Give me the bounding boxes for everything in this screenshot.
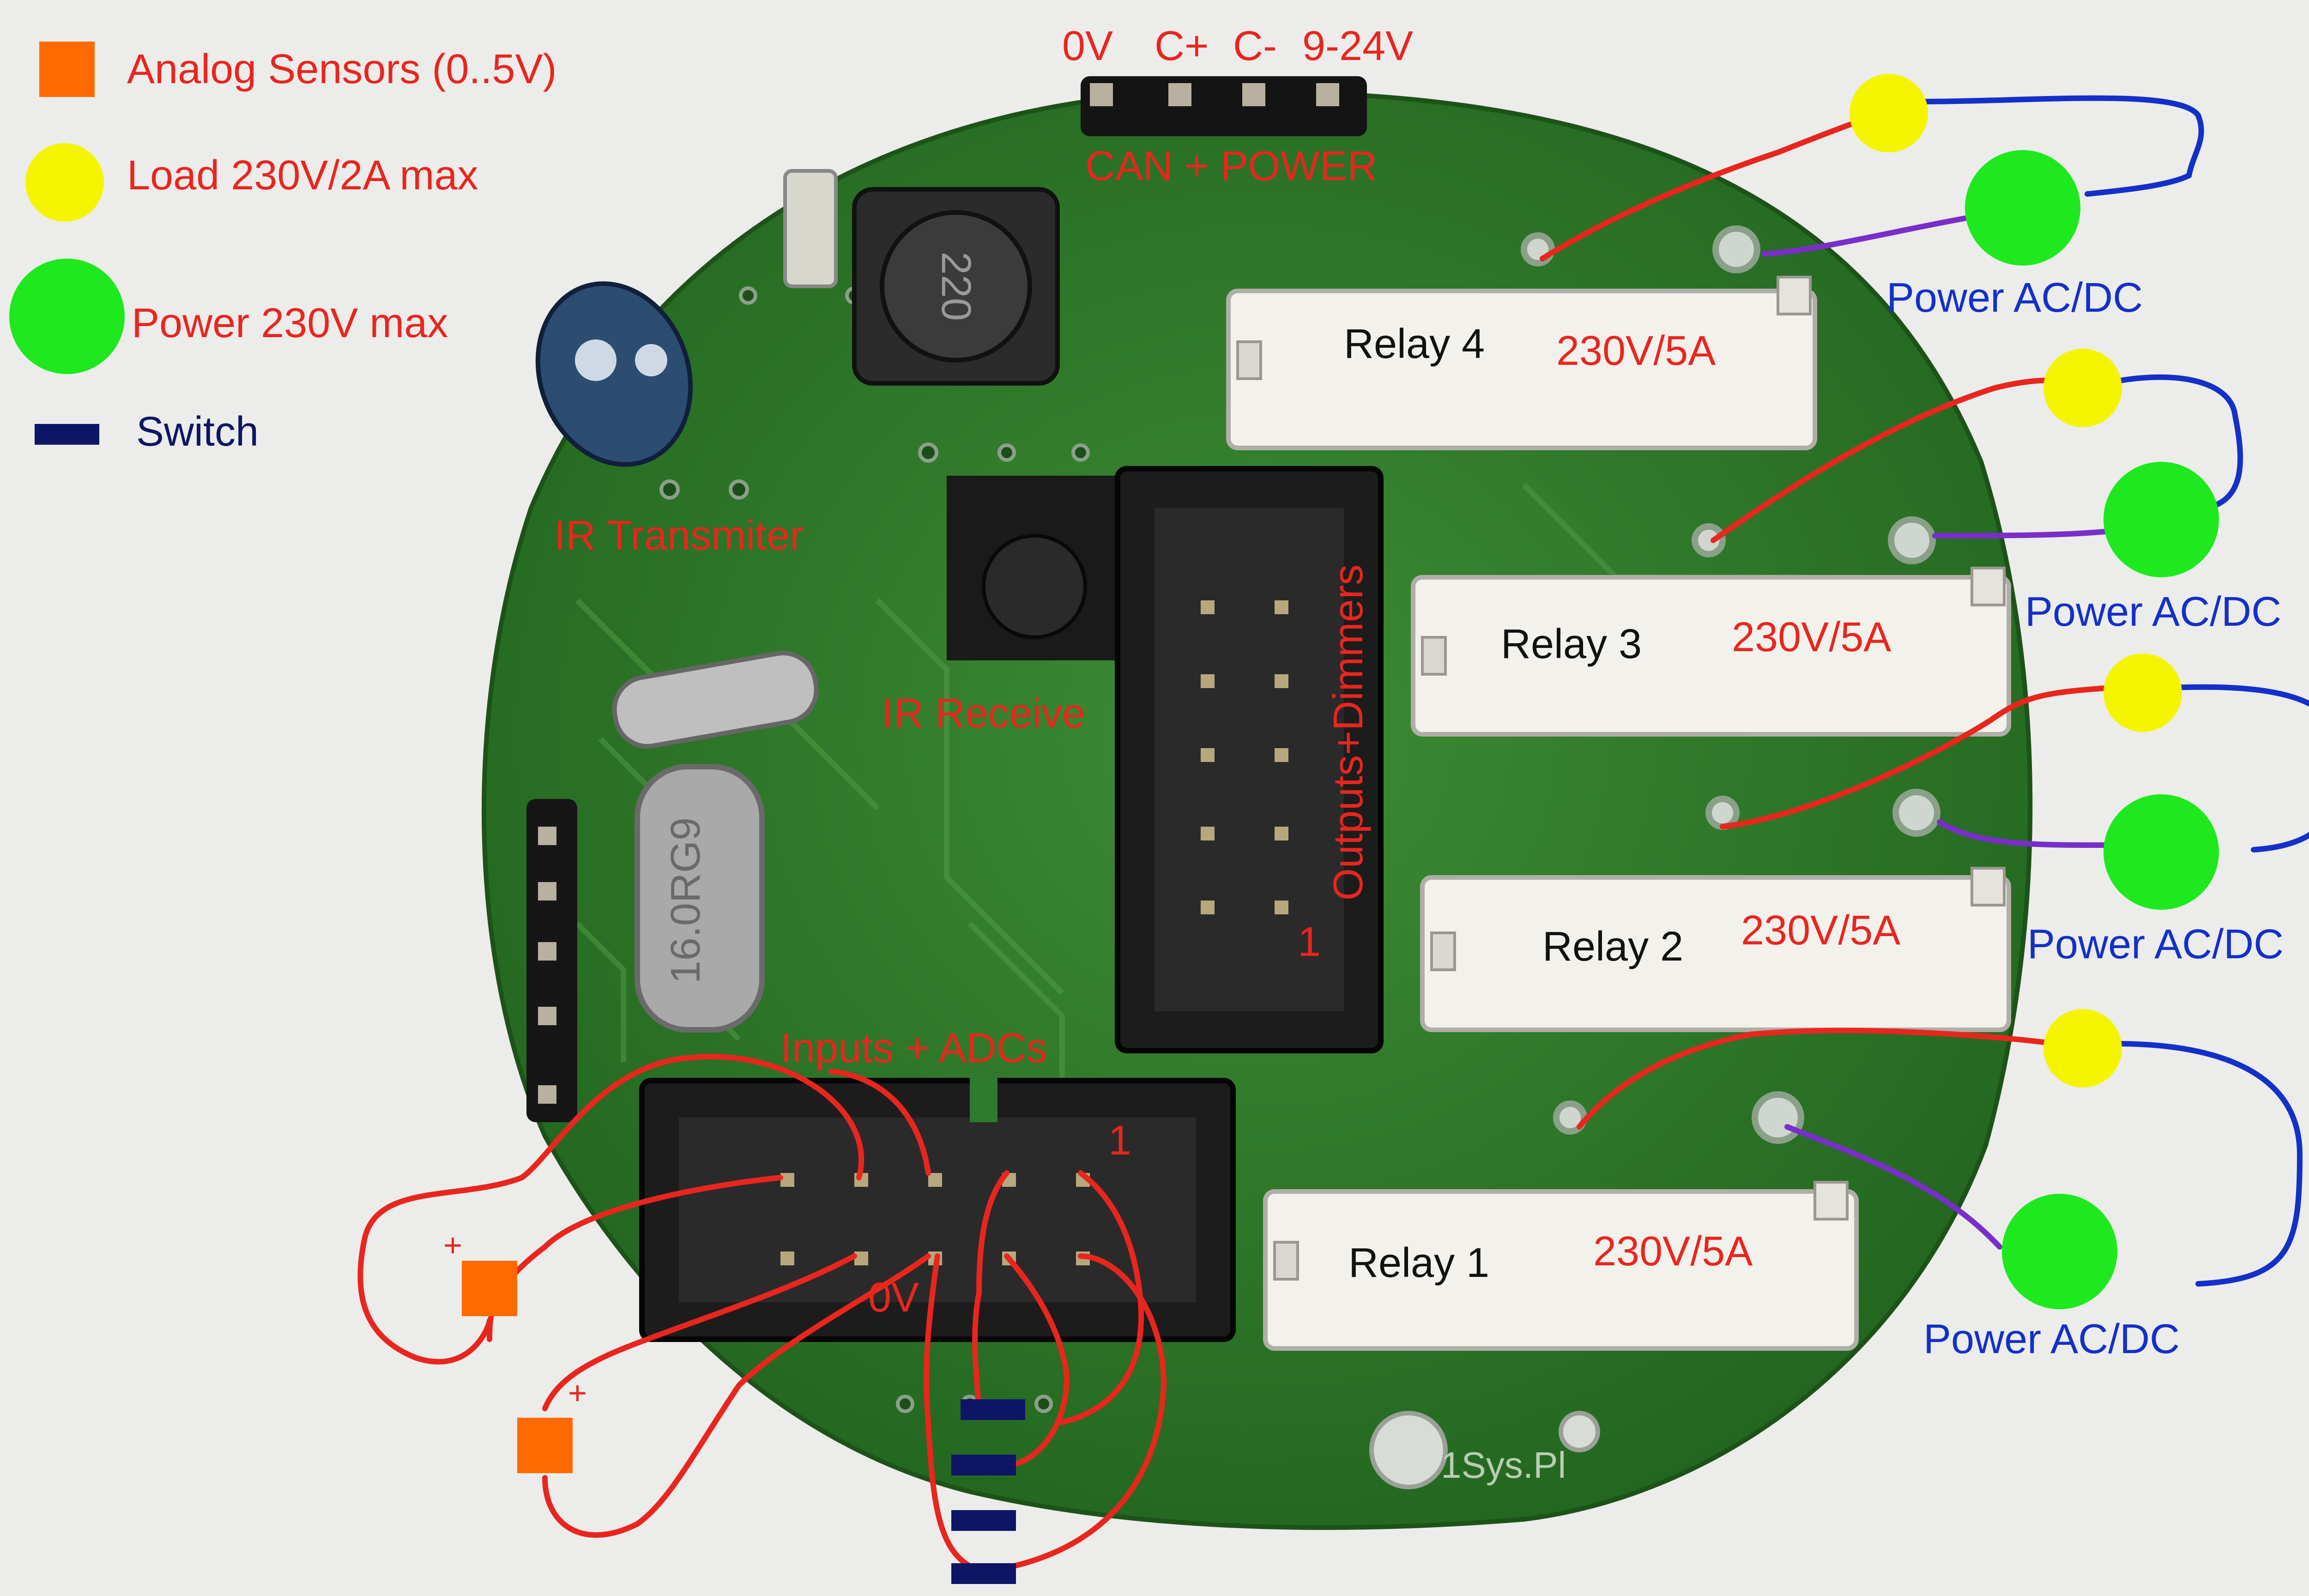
sensor-plus-b: + xyxy=(568,1375,587,1411)
pin-label-9-24v: 9-24V xyxy=(1302,23,1413,69)
mounting-holes xyxy=(1369,1411,1600,1489)
pin-label-0v: 0V xyxy=(1062,23,1113,69)
legend-analog-label: Analog Sensors (0..5V) xyxy=(127,46,557,92)
loads xyxy=(1850,74,2182,1088)
switch-4 xyxy=(951,1563,1016,1584)
legend-switch-label: Switch xyxy=(136,409,259,455)
power-3 xyxy=(2103,462,2219,577)
sensor-plus-a: + xyxy=(443,1227,462,1263)
switch-2 xyxy=(951,1455,1016,1475)
legend-load-swatch xyxy=(25,143,104,222)
power-4-label: Power AC/DC xyxy=(1886,275,2143,321)
relay-1-name: Relay 1 xyxy=(1348,1240,1489,1286)
legend-power-label: Power 230V max xyxy=(132,300,448,346)
switch-3 xyxy=(951,1510,1016,1531)
ir-receiver xyxy=(947,476,1131,660)
legend-power-swatch xyxy=(9,259,125,374)
power-1-label: Power AC/DC xyxy=(1923,1316,2180,1362)
legend-switch-swatch xyxy=(35,424,99,445)
input-wiring xyxy=(357,1054,1167,1573)
can-power-labels: 0V C+ C- 9-24V CAN + POWER xyxy=(1062,23,1413,189)
can-power-header xyxy=(1081,76,1367,136)
power-labels: Power AC/DC Power AC/DC Power AC/DC Powe… xyxy=(1886,275,2284,1362)
relay-4 xyxy=(1226,276,1817,450)
legend: Analog Sensors (0..5V) Load 230V/2A max … xyxy=(9,42,557,455)
load-2 xyxy=(2103,653,2182,732)
legend-analog-swatch xyxy=(39,42,95,97)
legend-load-label: Load 230V/2A max xyxy=(127,152,478,199)
load-4 xyxy=(1850,74,1928,152)
power-2 xyxy=(2103,794,2219,910)
inductor-marking: 220 xyxy=(933,252,979,321)
power-3-label: Power AC/DC xyxy=(2025,589,2281,635)
power-4 xyxy=(1965,150,2080,266)
crystal-large: 16.0RG9 xyxy=(635,764,765,1033)
board-silkscreen: 1Sys.Pl xyxy=(1441,1445,1566,1486)
load-1 xyxy=(2043,1009,2122,1088)
zero-v-label: 0V xyxy=(868,1275,919,1321)
relay-2-rating: 230V/5A xyxy=(1741,907,1900,954)
power-2-label: Power AC/DC xyxy=(2027,921,2284,967)
analog-sensor-a xyxy=(462,1261,517,1316)
switch-1 xyxy=(961,1399,1025,1420)
relay-4-name: Relay 4 xyxy=(1344,321,1485,367)
outputs-dimmers-label: Outputs+Dimmers xyxy=(1325,564,1372,901)
left-header xyxy=(526,799,577,1122)
inductor: 220 xyxy=(852,187,1060,386)
relay-3-name: Relay 3 xyxy=(1501,621,1642,667)
relay-labels: Relay 4 230V/5A Relay 3 230V/5A Relay 2 … xyxy=(1344,321,1900,1286)
switches xyxy=(951,1399,1025,1584)
can-power-title: CAN + POWER xyxy=(1085,143,1378,189)
crystal-marking: 16.0RG9 xyxy=(663,817,709,984)
relay-3 xyxy=(1411,567,2011,737)
power-sources xyxy=(1965,150,2219,1309)
relay-3-rating: 230V/5A xyxy=(1732,614,1891,660)
load-3 xyxy=(2043,349,2122,427)
inputs-adcs-label: Inputs + ADCs xyxy=(780,1025,1047,1071)
pin-label-c-plus: C+ xyxy=(1154,23,1209,69)
ir-receive-label: IR Receive xyxy=(882,690,1085,737)
outputs-dimmers-connector xyxy=(1115,466,1384,1053)
outputs-pin1-label: 1 xyxy=(1298,919,1321,965)
crystal-small xyxy=(612,651,819,749)
inputs-pin1-label: 1 xyxy=(1108,1118,1131,1164)
relay-2 xyxy=(1420,867,2011,1032)
relay-1-rating: 230V/5A xyxy=(1593,1228,1753,1275)
relay-2-name: Relay 2 xyxy=(1542,924,1683,970)
relay-4-rating: 230V/5A xyxy=(1556,328,1716,374)
power-1 xyxy=(2002,1194,2117,1309)
relay-1 xyxy=(1263,1181,1859,1351)
pin-label-c-minus: C- xyxy=(1233,23,1277,69)
analog-sensor-b xyxy=(517,1418,573,1473)
ir-transmitter-led xyxy=(535,281,693,467)
capacitor xyxy=(783,169,838,288)
ir-transmitter-label: IR Transmiter xyxy=(554,513,804,559)
